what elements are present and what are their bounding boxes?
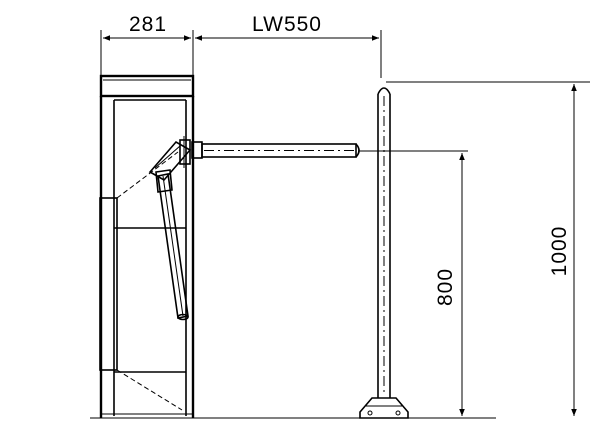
side-post [359, 87, 409, 419]
dim-post-depth-label: 281 [129, 13, 167, 36]
rotor-hub [148, 136, 192, 182]
lower-arm [155, 169, 189, 321]
horizontal-arm [191, 141, 468, 159]
dim-total-height-label: 1000 [548, 226, 571, 277]
dim-arm-height-label: 800 [434, 268, 457, 306]
dim-arm-length-label: LW550 [252, 13, 322, 36]
vertical-dimensions: 800 1000 [386, 81, 590, 416]
turnstile-cabinet [99, 74, 195, 418]
top-dimensions: 281 LW550 [100, 13, 382, 80]
